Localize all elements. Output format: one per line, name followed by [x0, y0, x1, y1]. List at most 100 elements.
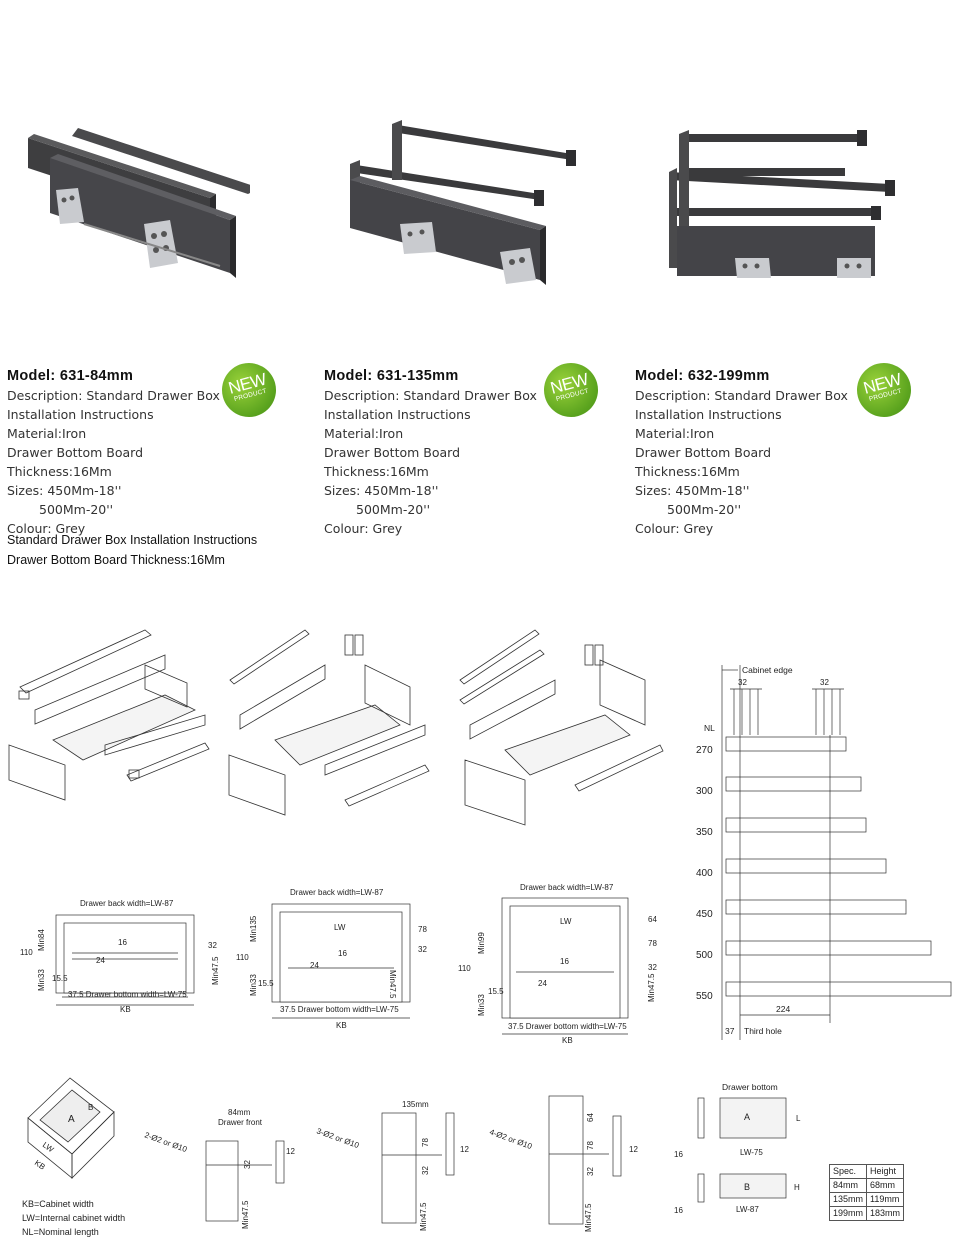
sizes: Sizes: 450Mm-18'' [324, 483, 439, 498]
nl-value: 450 [696, 909, 713, 920]
table-row: 84mm 68mm [828, 1178, 905, 1193]
dim-32: 32 [418, 945, 427, 954]
thickness: Drawer Bottom Board Thickness:16Mm [7, 445, 144, 479]
drawer-bottom-title: Drawer bottom [722, 1082, 778, 1092]
dim-24: 24 [96, 956, 105, 965]
drawer-box-199mm-image [669, 130, 895, 278]
kb-label: KB [562, 1036, 573, 1045]
table-cell: 119mm [866, 1192, 905, 1207]
table-header: Spec. [828, 1164, 868, 1179]
description: Description: Standard Drawer Box [7, 388, 220, 403]
dim-78: 78 [586, 1141, 595, 1150]
new-product-badge: NEW PRODUCT [850, 356, 918, 424]
product-spec-631-135: Model: 631-135mm Description: Standard D… [324, 367, 544, 538]
front-title: Drawer front [218, 1118, 263, 1127]
dim-16-a: 16 [674, 1150, 683, 1159]
kb-label: KB [336, 1021, 347, 1030]
drawer-box-84mm-image [28, 128, 250, 278]
install-title: Standard Drawer Box Installation Instruc… [7, 533, 258, 547]
front-height: 135mm [402, 1100, 429, 1109]
dim-32-right: 32 [820, 678, 829, 687]
nl-value: 300 [696, 786, 713, 797]
holes-label: 2-Ø2 or Ø10 [143, 1130, 188, 1154]
bottom-width-label: 37.5 Drawer bottom width=LW-75 [68, 990, 187, 999]
abbreviation-legend: KB=Cabinet width LW=Internal cabinet wid… [22, 1197, 125, 1239]
dim-32-left: 32 [738, 678, 747, 687]
nominal-length-chart: Cabinet edge NL 32 32 270 300 350 400 45… [696, 665, 952, 1040]
dim-110: 110 [20, 948, 33, 957]
panel-a-label: A [68, 1114, 75, 1125]
model-title: Model: 631-84mm [7, 368, 134, 384]
cross-section-84mm: Drawer back width=LW-87 110 Min84 Min33 … [20, 899, 220, 1014]
min47-5-label: Min47.5 [584, 1203, 593, 1232]
legend-kb: KB=Cabinet width [22, 1199, 94, 1209]
min33-label: Min33 [477, 994, 486, 1016]
front-height: 84mm [228, 1108, 251, 1117]
material: Material:Iron [324, 426, 404, 441]
exploded-view-135mm [228, 629, 430, 816]
dim-32: 32 [243, 1160, 252, 1169]
dim-16-b: 16 [674, 1206, 683, 1215]
drawer-bottom-boards: Drawer bottom A L LW-75 16 B H LW-87 16 [674, 1082, 801, 1215]
table-cell: 135mm [828, 1192, 868, 1207]
table-cell: 199mm [828, 1206, 868, 1221]
nl-value: 550 [696, 991, 713, 1002]
product-spec-632-199: Model: 632-199mm Description: Standard D… [635, 367, 855, 538]
lw-label: LW [560, 917, 572, 926]
material: Material:Iron [7, 426, 87, 441]
nl-value: 400 [696, 868, 713, 879]
description: Description: Standard Drawer Box [324, 388, 537, 403]
min-height-label: Min84 [37, 929, 46, 951]
instructions: Installation Instructions [7, 407, 154, 422]
nl-row-350: 350 [696, 817, 867, 838]
panel-b-label: B [88, 1103, 93, 1112]
thickness: Drawer Bottom Board Thickness:16Mm [324, 445, 461, 479]
lw-label: LW [41, 1140, 56, 1154]
dim-24: 24 [538, 979, 547, 988]
sizes: Sizes: 450Mm-18'' [635, 483, 750, 498]
sizes-alt: 500Mm-20'' [356, 502, 431, 517]
kb-label: KB [33, 1158, 47, 1171]
bottom-width-label: 37.5 Drawer bottom width=LW-75 [508, 1022, 627, 1031]
drawer-box-135mm-image [350, 120, 576, 285]
kb-label: KB [120, 1005, 131, 1014]
exploded-view-199mm [459, 629, 664, 826]
holes-label: 3-Ø2 or Ø10 [315, 1126, 360, 1150]
instructions: Installation Instructions [635, 407, 782, 422]
install-heading: Standard Drawer Box Installation Instruc… [7, 530, 257, 570]
cabinet-isometric-diagram: A B LW KB [27, 1077, 115, 1179]
table-header-row: Spec. Height [828, 1164, 905, 1179]
dim-12: 12 [460, 1145, 469, 1154]
min47-5-label: Min47.5 [647, 973, 656, 1002]
sizes-alt: 500Mm-20'' [39, 502, 114, 517]
nl-value: 270 [696, 745, 713, 756]
min47-5-label: Min47.5 [241, 1200, 250, 1229]
dim-12: 12 [629, 1145, 638, 1154]
dim-24: 24 [310, 961, 319, 970]
nl-row-500: 500 [696, 940, 932, 961]
back-width-label: Drawer back width=LW-87 [520, 883, 614, 892]
drawer-front-199mm-drilling: 4-Ø2 or Ø10 64 78 32 12 Min47.5 [488, 1095, 638, 1232]
legend-nl: NL=Nominal length [22, 1227, 99, 1237]
nl-value: 500 [696, 950, 713, 961]
description: Description: Standard Drawer Box [635, 388, 848, 403]
dim-15-5: 15.5 [52, 974, 68, 983]
back-width-label: Drawer back width=LW-87 [80, 899, 174, 908]
drawer-front-84mm-drilling: 84mm Drawer front 2-Ø2 or Ø10 32 12 Min4… [143, 1108, 295, 1229]
sizes: Sizes: 450Mm-18'' [7, 483, 122, 498]
sizes-alt: 500Mm-20'' [667, 502, 742, 517]
exploded-view-84mm [8, 629, 210, 801]
dim-110: 110 [458, 964, 471, 973]
cross-section-135mm: Drawer back width=LW-87 LW 110 Min135 Mi… [236, 888, 427, 1030]
min47-5-label: Min47.5 [419, 1202, 428, 1231]
colour: Colour: Grey [324, 521, 403, 536]
dim-32: 32 [208, 941, 217, 950]
board-b-label: B [744, 1182, 750, 1192]
dim-224: 224 [776, 1004, 790, 1014]
nl-row-400: 400 [696, 858, 887, 879]
nl-row-300: 300 [696, 776, 862, 797]
min47-5-label: Min47.5 [388, 970, 397, 999]
legend-lw: LW=Internal cabinet width [22, 1213, 126, 1223]
instructions: Installation Instructions [324, 407, 471, 422]
cabinet-edge-label: Cabinet edge [742, 665, 793, 675]
